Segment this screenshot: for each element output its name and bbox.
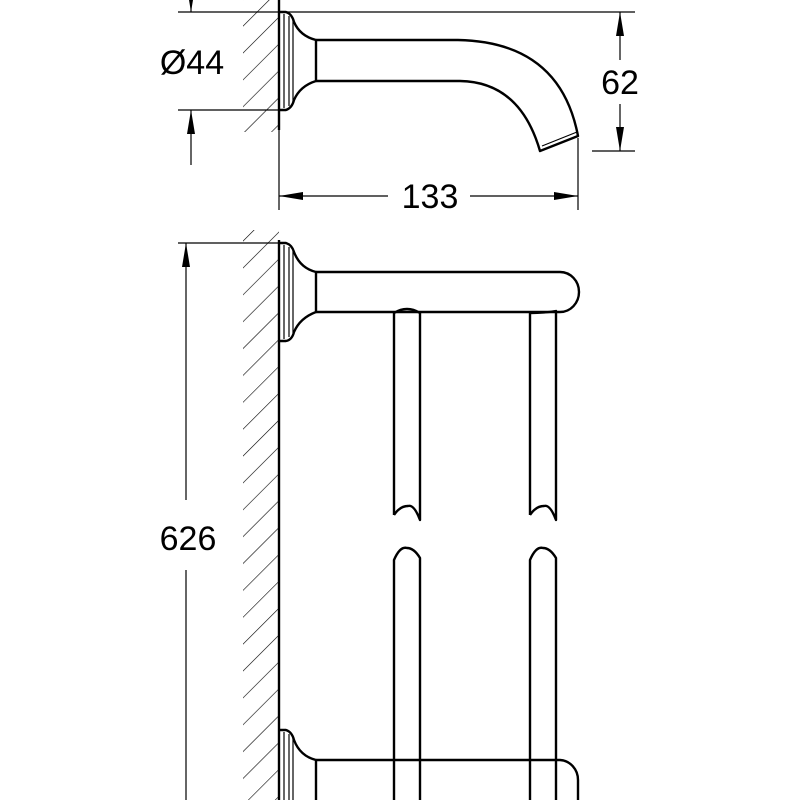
top-bar: [316, 270, 581, 314]
front-view-towel-rail: 626: [160, 230, 581, 800]
top-view-spout: Ø44 62 133: [160, 0, 639, 216]
wall-hatch: [243, 0, 279, 132]
rail-leg: [392, 546, 422, 800]
depth-dimension: 133: [402, 178, 459, 216]
total-height-dimension: 626: [160, 520, 217, 558]
spout: [316, 38, 580, 153]
height-dimension: 62: [601, 64, 639, 102]
rail-leg: [528, 309, 558, 522]
bottom-flange: [279, 728, 318, 800]
rail-leg: [392, 307, 422, 522]
rail-leg: [528, 546, 558, 800]
wall-hatch: [243, 230, 279, 800]
top-flange: [279, 241, 318, 343]
diameter-dimension: Ø44: [160, 44, 224, 82]
bottom-bar: [316, 758, 580, 800]
flange: [279, 10, 318, 112]
